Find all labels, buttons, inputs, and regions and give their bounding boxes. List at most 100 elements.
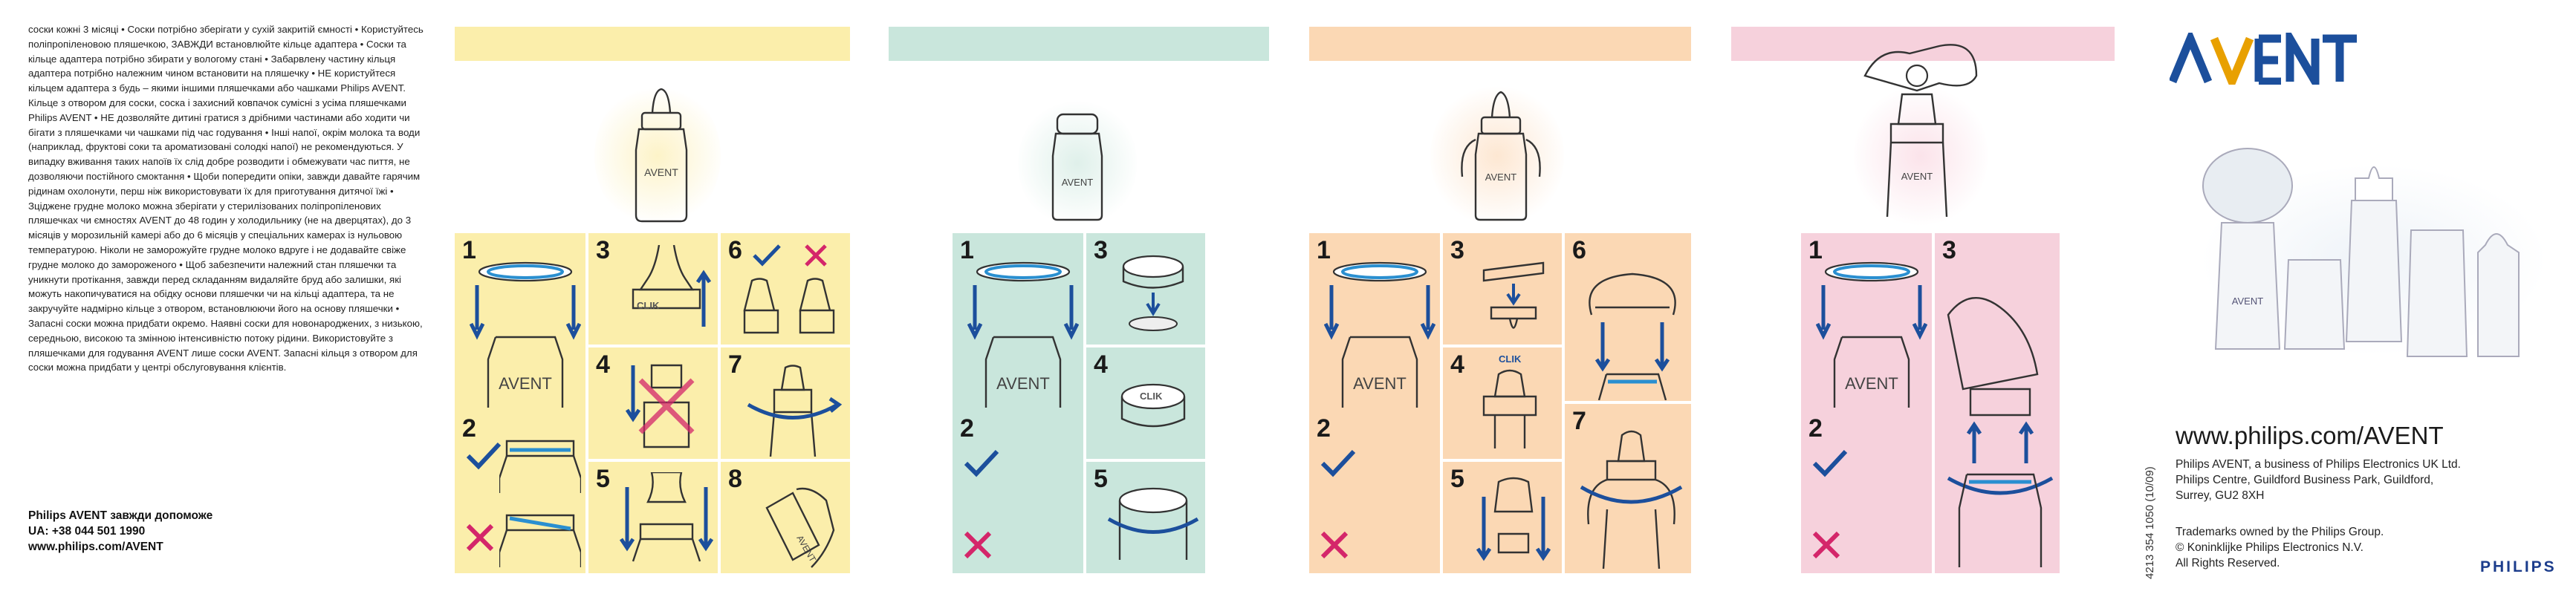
- instructions-text-column: соски кожні 3 місяці • Соски потрібно зб…: [28, 22, 431, 375]
- contact-phone: UA: +38 044 501 1990: [28, 525, 146, 538]
- step-6-cell: [721, 233, 850, 345]
- check-icon: [466, 442, 502, 470]
- step-number: 4: [1094, 350, 1108, 379]
- instructions-body: соски кожні 3 місяці • Соски потрібно зб…: [28, 24, 424, 373]
- panel-3-hero-trainer-cup: AVENT: [1456, 88, 1545, 221]
- step-number: 1: [462, 236, 476, 264]
- step-4-cell: [1443, 347, 1562, 459]
- step-number: 1: [1317, 236, 1331, 264]
- product-family-photo: AVENT: [2184, 134, 2563, 371]
- pump-onto-bottle-illustration: [1947, 297, 2054, 567]
- step-number: 2: [1808, 414, 1823, 443]
- step-number: 7: [728, 350, 742, 379]
- spout-cap-illustration: [1482, 261, 1545, 329]
- cross-icon: [466, 523, 494, 552]
- panel-4-steps: 1 2 3 AVENT: [1801, 233, 2060, 573]
- nipple-clik-illustration: [632, 245, 712, 327]
- nipple-compare-illustration: [743, 278, 835, 334]
- check-icon: [964, 449, 999, 477]
- panel-4-hero-glow: [1854, 82, 1988, 230]
- trademark-line: Trademarks owned by the Philips Group.: [2176, 526, 2384, 538]
- trademark-line: All Rights Reserved.: [2176, 557, 2280, 569]
- panel-4-color-band: [1731, 27, 2115, 61]
- spout-pull-illustration: [1476, 477, 1551, 561]
- panel-1-hero-glow: [594, 82, 721, 230]
- contact-url: www.philips.com/AVENT: [28, 541, 163, 553]
- panel-4-hero-breast-pump: AVENT: [1858, 31, 1984, 224]
- bottle-neck-incorrect-illustration: [499, 514, 581, 567]
- step-number: 3: [1942, 236, 1956, 264]
- document-code: 4213 354 1050 (10/09): [2144, 466, 2156, 579]
- step-number: 5: [596, 465, 610, 493]
- cross-icon: [1320, 531, 1349, 559]
- clik-label: CLIK: [637, 300, 660, 311]
- panel-2-hero-glow: [1018, 97, 1137, 230]
- step-number: 3: [1094, 236, 1108, 264]
- step-number: 1: [1808, 236, 1823, 264]
- company-line: Surrey, GU2 8XH: [2176, 489, 2265, 502]
- company-line: Philips AVENT, a business of Philips Ele…: [2176, 458, 2461, 471]
- hero-bottle-logo: AVENT: [644, 166, 678, 178]
- svg-text:AVENT: AVENT: [2232, 296, 2263, 307]
- step-number: 5: [1094, 465, 1108, 493]
- panel-3-hero-glow: [1430, 82, 1564, 230]
- cross-icon: [1812, 531, 1840, 559]
- step-2-cell: [455, 411, 585, 573]
- step-number: 2: [960, 414, 974, 443]
- step-number: 2: [1317, 414, 1331, 443]
- step-number: 4: [596, 350, 610, 379]
- panel-3-color-band: [1309, 27, 1691, 61]
- hand-bottle-illustration: AVENT: [765, 487, 835, 568]
- ring-over-bottle-illustration: AVENT: [1816, 261, 1927, 408]
- company-line: Philips Centre, Guildford Business Park,…: [2176, 474, 2434, 486]
- step-number: 8: [728, 465, 742, 493]
- step-7-cell: [721, 347, 850, 459]
- panel-2-hero-sealed-bottle: AVENT: [1044, 111, 1111, 223]
- check-icon: [753, 244, 781, 267]
- sealing-disc-illustration: [1122, 255, 1184, 331]
- trainer-assemble-illustration: [1580, 430, 1683, 569]
- step-number: 3: [596, 236, 610, 264]
- check-icon: [1320, 449, 1356, 477]
- nipple-pull-illustration: [619, 472, 714, 562]
- clik-label: CLIK: [1499, 353, 1522, 365]
- step-number: 3: [1450, 236, 1464, 264]
- svg-text:AVENT: AVENT: [1062, 177, 1093, 188]
- brand-url: www.philips.com/AVENT: [2176, 422, 2444, 449]
- panel-2-steps: 1 2 3 4 5 AVENT CLIK: [953, 233, 1269, 573]
- step-8-cell: [721, 462, 850, 573]
- panel-1-color-band: [455, 27, 850, 61]
- svg-text:AVENT: AVENT: [1353, 374, 1407, 393]
- step-3-cell: [1443, 233, 1562, 345]
- contact-heading: Philips AVENT завжди допоможе: [28, 509, 213, 522]
- step-number: 2: [462, 414, 476, 443]
- step-5-cell: [1086, 462, 1205, 573]
- panel-3-steps: 1 2 3 4 5 6 7 AVENT CLIK: [1309, 233, 1691, 573]
- trademark-notice: Trademarks owned by the Philips Group. ©…: [2176, 524, 2547, 571]
- panel-2-color-band: [889, 27, 1269, 61]
- check-icon: [1812, 449, 1848, 477]
- company-address: Philips AVENT, a business of Philips Ele…: [2176, 457, 2547, 503]
- step-number: 6: [1572, 236, 1586, 264]
- cross-icon: [964, 531, 992, 559]
- spout-clik-illustration: [1482, 369, 1537, 448]
- cross-icon: [805, 244, 827, 267]
- trademark-line: © Koninklijke Philips Electronics N.V.: [2176, 541, 2364, 554]
- step-number: 5: [1450, 465, 1464, 493]
- ring-over-bottle-illustration: AVENT: [967, 261, 1079, 408]
- bottle-neck-correct-illustration: [499, 440, 581, 493]
- svg-text:AVENT: AVENT: [1901, 171, 1933, 182]
- step-3-cell: [1935, 233, 2060, 573]
- step-number: 1: [960, 236, 974, 264]
- do-not-push-illustration: [625, 364, 695, 448]
- panel-1-steps: 1 2 3 4 5 6 7 8 AVENT CLIK: [455, 233, 850, 573]
- avent-logo: [2170, 33, 2363, 85]
- twist-lock-illustration: [747, 365, 843, 457]
- step-number: 6: [728, 236, 742, 264]
- step-6-cell: [1565, 233, 1691, 401]
- contact-block: Philips AVENT завжди допоможе UA: +38 04…: [28, 508, 429, 555]
- svg-text:AVENT: AVENT: [996, 374, 1050, 393]
- philips-wordmark: PHILIPS: [2480, 558, 2557, 575]
- ring-over-bottle-illustration: AVENT: [470, 261, 581, 408]
- clik-seal-illustration: [1120, 383, 1186, 428]
